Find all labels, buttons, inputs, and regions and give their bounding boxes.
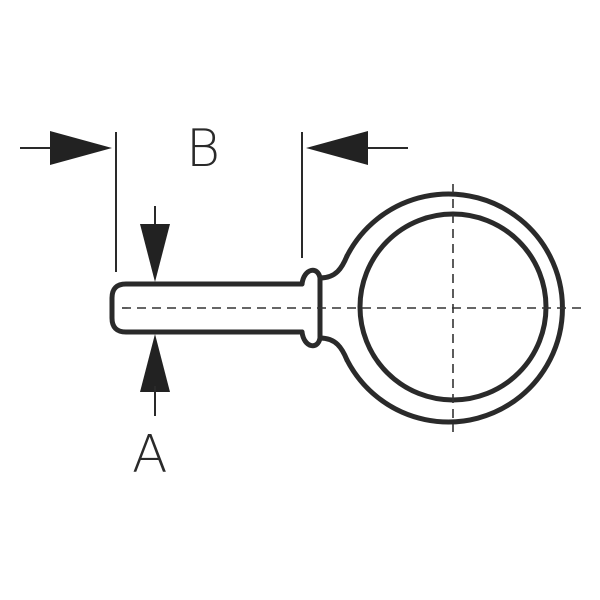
- b-arrowhead-right: [306, 131, 368, 165]
- eye-neck-upper: [317, 253, 350, 281]
- pin-shank: [109, 281, 305, 335]
- eye-neck-lower: [317, 335, 350, 363]
- dimension-label-a: A: [132, 425, 168, 485]
- dimension-label-b: B: [186, 119, 220, 179]
- a-arrowhead-bottom: [140, 334, 170, 392]
- b-arrowhead-left: [50, 131, 112, 165]
- a-arrowhead-top: [140, 224, 170, 282]
